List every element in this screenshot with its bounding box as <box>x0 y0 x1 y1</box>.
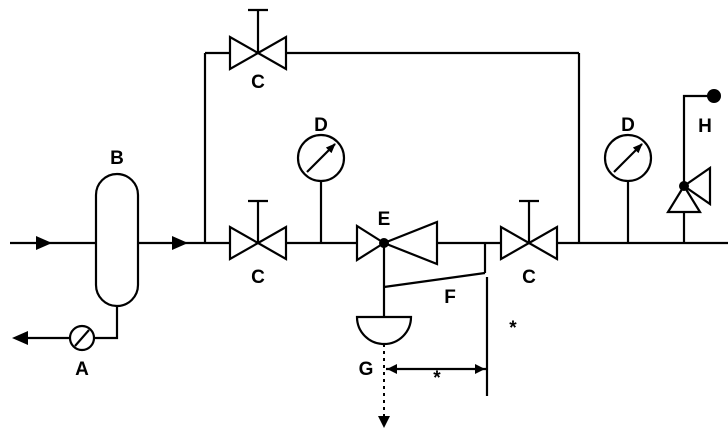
valve-body-left <box>499 225 532 261</box>
valve-c-outlet <box>499 199 559 261</box>
pressure-gauge-downstream <box>603 133 653 243</box>
regulator-diaphragm-g <box>355 315 413 346</box>
inlet-flow-arrow <box>36 236 52 250</box>
valve-body-left <box>228 35 261 71</box>
label-h: H <box>698 116 712 137</box>
dimension-arrow-left <box>387 364 397 374</box>
valve-body-left <box>228 225 261 261</box>
label-d-upstream: D <box>314 115 328 136</box>
gauge-needle <box>613 143 643 173</box>
relief-valve-h <box>666 89 721 243</box>
label-f: F <box>444 287 456 308</box>
relief-weight <box>707 89 721 103</box>
label-d-downstream: D <box>621 115 635 136</box>
valve-c-inlet <box>228 199 288 261</box>
valve-body-right <box>255 35 288 71</box>
gauge-needle <box>306 143 336 173</box>
separator-drain-pipe <box>94 306 119 340</box>
bypass-loop <box>203 51 581 243</box>
label-star-dimension: * <box>433 368 441 389</box>
pressure-gauge-upstream <box>296 133 346 243</box>
outlet-flow-arrow <box>172 236 188 250</box>
valve-body-right <box>255 225 288 261</box>
regulator-e <box>355 220 439 428</box>
label-c-inlet: C <box>251 267 265 288</box>
separator-vessel <box>94 172 140 308</box>
sensing-line <box>383 271 486 289</box>
distance-dimension <box>386 277 489 396</box>
drain-valve-slash <box>74 329 90 347</box>
relief-spring-stem <box>682 94 714 186</box>
label-star-right: * <box>509 318 517 339</box>
label-c-bypass: C <box>251 72 265 93</box>
valve-body-right <box>526 225 559 261</box>
labels: A B C C C D D E F G H * * <box>75 72 712 389</box>
label-g: G <box>359 359 374 380</box>
relief-body-side <box>682 165 712 207</box>
separator-b <box>12 172 140 352</box>
sensing-line-f <box>383 243 487 289</box>
dimension-arrow-right <box>475 364 485 374</box>
relief-body-bottom <box>666 183 702 214</box>
regulator-body-left <box>355 224 387 262</box>
valve-c-bypass <box>228 8 288 71</box>
label-a: A <box>75 359 89 380</box>
drain-flow-arrow <box>12 331 28 345</box>
label-c-outlet: C <box>522 267 536 288</box>
label-b: B <box>110 148 124 169</box>
vent-arrow <box>378 416 390 428</box>
label-e: E <box>378 209 391 230</box>
regulator-body-right <box>381 220 439 266</box>
